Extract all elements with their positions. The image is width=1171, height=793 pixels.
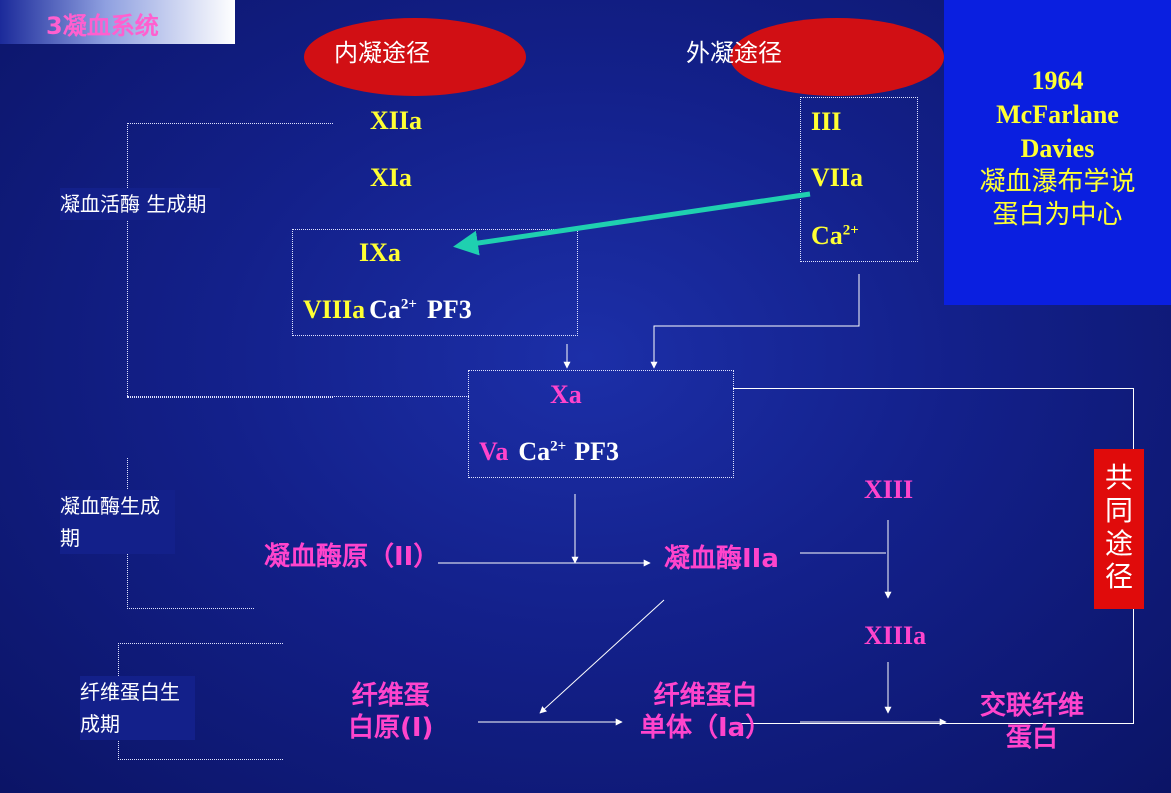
factor-va: Va — [479, 437, 509, 466]
xa-box — [468, 370, 734, 478]
factor-xiia: XIIa — [370, 106, 423, 135]
factor-ca2: Ca2+ — [518, 437, 567, 466]
factor-ca-ext: Ca2+ — [811, 221, 859, 250]
extrinsic-label: 外凝途径 — [686, 39, 782, 67]
ixa-cofactors: VIIIa Ca2+ PF3 — [303, 295, 472, 325]
crosslinked-fibrin: 交联纤维蛋白 — [980, 691, 1085, 753]
factor-ixa: IXa — [359, 238, 401, 267]
info-name2: Davies — [1020, 134, 1095, 163]
common-path-box: 共同途径 — [1094, 449, 1144, 609]
phase3-label: 纤维蛋白生成期 — [80, 676, 195, 740]
info-theory2: 蛋白为中心 — [992, 200, 1123, 230]
factor-pf3-1: PF3 — [426, 295, 472, 324]
intrinsic-label: 内凝途径 — [334, 39, 430, 67]
fibrinogen: 纤维蛋白原(I) — [348, 681, 434, 743]
factor-xiii: XIII — [864, 475, 914, 504]
thrombin: 凝血酶IIa — [664, 544, 779, 574]
fibrin-monomer: 纤维蛋白单体（Ia） — [640, 681, 772, 743]
info-box: 1964 McFarlane Davies 凝血瀑布学说 蛋白为中心 — [944, 0, 1171, 305]
ext-to-xa-arrow — [650, 274, 860, 369]
factor-viia: VIIa — [811, 163, 864, 192]
extrinsic-box — [800, 97, 918, 262]
info-year: 1964 — [1031, 66, 1084, 95]
phase1-label: 凝血活酶 生成期 — [60, 188, 220, 220]
intrinsic-ellipse — [304, 18, 526, 96]
ixa-box — [292, 229, 578, 336]
info-theory: 凝血瀑布学说 — [979, 167, 1136, 197]
common-path-line — [733, 388, 1134, 724]
phase1-bracket — [127, 123, 333, 398]
title-tab: 3凝血系统 — [0, 0, 235, 44]
factor-iii: III — [811, 107, 842, 136]
factor-xia: XIa — [370, 163, 412, 192]
factor-xiiia: XIIIa — [864, 621, 927, 650]
extrinsic-ellipse — [730, 18, 944, 96]
prothrombin: 凝血酶原（II） — [264, 542, 440, 572]
phase2-label: 凝血酶生成期 — [60, 490, 175, 554]
factor-pf3-2: PF3 — [574, 437, 619, 466]
info-name1: McFarlane — [996, 100, 1119, 129]
phase1-bottom-line — [127, 396, 469, 397]
xa-cofactors: Va Ca2+ PF3 — [479, 437, 619, 467]
factor-ca1: Ca2+ — [369, 295, 417, 324]
slide-title: 3凝血系统 — [46, 12, 159, 40]
factor-viiia: VIIIa — [303, 295, 366, 324]
factor-xa: Xa — [550, 380, 582, 409]
